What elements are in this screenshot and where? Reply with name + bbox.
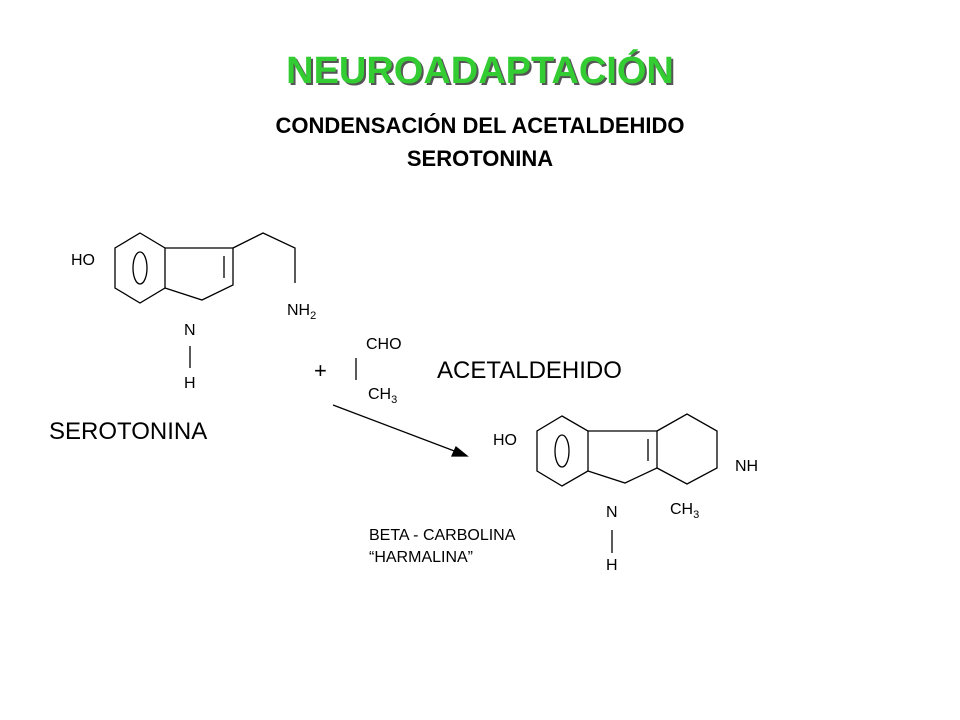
product-nh-label: NH xyxy=(735,458,759,475)
acetaldehyde-ch3-base: CH xyxy=(368,386,392,403)
subtitle-line-1: CONDENSACIÓN DEL ACETALDEHIDO xyxy=(275,113,685,138)
serotonin-aromatic-circle xyxy=(132,251,148,285)
plus-sign: + xyxy=(314,358,327,383)
serotonin-name: SEROTONINA xyxy=(49,418,208,445)
acetaldehyde-ch3-subscript: 3 xyxy=(391,394,398,406)
reaction-arrow-head xyxy=(450,445,469,457)
product-aromatic-circle xyxy=(554,434,570,468)
acetaldehyde-name: ACETALDEHIDO xyxy=(437,357,622,384)
serotonin-nh2-label: NH2 xyxy=(287,302,317,322)
product-name-line-2: “HARMALINA” xyxy=(369,549,474,566)
product-h-label: H xyxy=(606,557,618,574)
product-ch3-label: CH3 xyxy=(670,501,700,521)
product-ho-label: HO xyxy=(493,432,517,449)
subtitle-line-2: SEROTONINA xyxy=(406,146,554,171)
serotonin-ho-label: HO xyxy=(71,252,95,269)
slide-title: NEUROADAPTACIÓN xyxy=(286,50,674,92)
serotonin-n-label: N xyxy=(184,322,196,339)
serotonin-side-chain xyxy=(232,232,296,283)
product-name-line-1: BETA - CARBOLINA xyxy=(369,527,516,544)
product-ch3-subscript: 3 xyxy=(693,509,700,521)
product-n-label: N xyxy=(606,504,618,521)
reaction-arrow-shaft xyxy=(332,404,458,453)
serotonin-h-label: H xyxy=(184,375,196,392)
product-five-ring xyxy=(587,430,658,484)
acetaldehyde-ch3-label: CH3 xyxy=(368,386,398,406)
serotonin-five-ring xyxy=(164,247,234,301)
serotonin-nh2-base: NH xyxy=(287,302,311,319)
product-benzene-ring xyxy=(536,415,589,487)
product-six-ring xyxy=(656,413,718,485)
serotonin-nh2-subscript: 2 xyxy=(310,310,317,322)
serotonin-benzene-ring xyxy=(114,232,166,304)
acetaldehyde-cho-label: CHO xyxy=(366,336,402,353)
product-ch3-base: CH xyxy=(670,501,694,518)
